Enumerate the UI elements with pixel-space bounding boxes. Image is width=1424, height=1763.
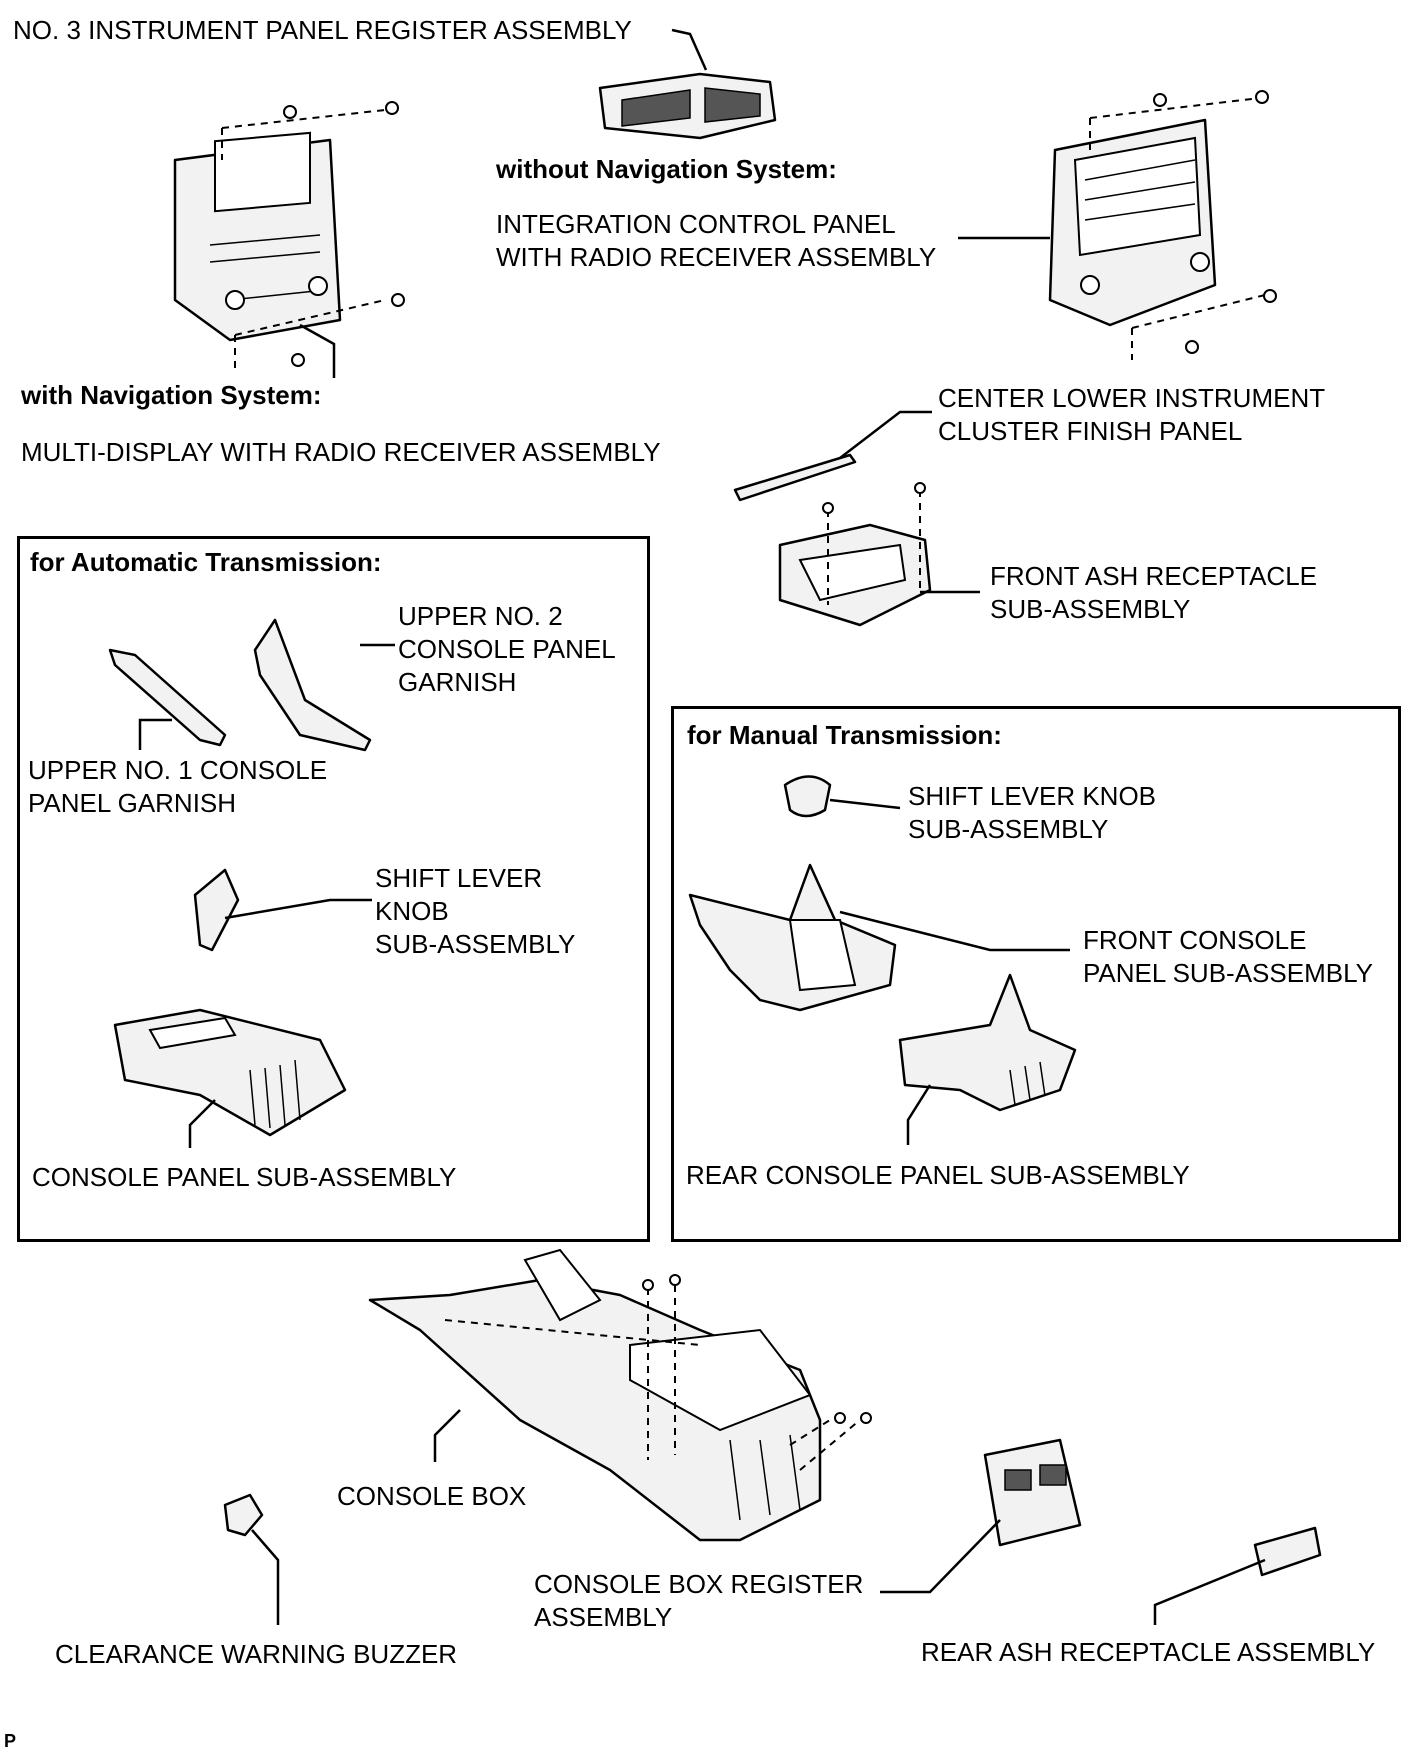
console-box-register-label: CONSOLE BOX REGISTER ASSEMBLY: [534, 1569, 864, 1632]
multi-display-label: MULTI-DISPLAY WITH RADIO RECEIVER ASSEMB…: [21, 437, 661, 467]
front-ash-part: [778, 482, 980, 627]
front-console-label: FRONT CONSOLE PANEL SUB-ASSEMBLY: [1083, 925, 1373, 988]
upper-no1-garnish-part: [108, 648, 227, 750]
manual-transmission-heading: for Manual Transmission:: [687, 720, 1002, 750]
console-box-register-part: [880, 1438, 1082, 1594]
console-box-part: [368, 1248, 872, 1542]
with-nav-heading: with Navigation System:: [21, 380, 322, 410]
clearance-buzzer-label: CLEARANCE WARNING BUZZER: [55, 1639, 458, 1669]
multi-display-part: [173, 101, 405, 378]
console-box-label: CONSOLE BOX: [337, 1481, 527, 1511]
clearance-buzzer-part: [223, 1493, 280, 1625]
finish-panel-part: [733, 410, 932, 502]
no3-register-part: [598, 28, 777, 140]
corner-mark: P: [4, 1731, 17, 1751]
integration-panel-label: INTEGRATION CONTROL PANEL WITH RADIO REC…: [496, 209, 937, 272]
upper-no2-garnish-part: [253, 618, 395, 752]
shift-knob-manual-part: [783, 775, 901, 818]
shift-knob-auto-part: [193, 868, 372, 952]
console-panel-label: CONSOLE PANEL SUB-ASSEMBLY: [32, 1162, 457, 1192]
integration-panel-part: [958, 90, 1277, 360]
shift-knob-manual-label: SHIFT LEVER KNOB SUB-ASSEMBLY: [908, 781, 1157, 844]
rear-ash-part: [1153, 1526, 1322, 1625]
front-console-manual-part: [688, 863, 1070, 1012]
rear-ash-label: REAR ASH RECEPTACLE ASSEMBLY: [921, 1637, 1376, 1667]
console-panel-auto-part: [113, 1008, 347, 1148]
without-nav-heading: without Navigation System:: [496, 154, 837, 184]
rear-console-manual-part: [898, 973, 1077, 1145]
automatic-transmission-box: [17, 536, 650, 1242]
automatic-transmission-heading: for Automatic Transmission:: [30, 547, 382, 577]
center-lower-finish-label: CENTER LOWER INSTRUMENT CLUSTER FINISH P…: [938, 383, 1326, 446]
upper-no1-label: UPPER NO. 1 CONSOLE PANEL GARNISH: [28, 755, 328, 818]
no3-register-label: NO. 3 INSTRUMENT PANEL REGISTER ASSEMBLY: [13, 15, 632, 45]
upper-no2-label: UPPER NO. 2 CONSOLE PANEL GARNISH: [398, 601, 616, 697]
front-ash-label: FRONT ASH RECEPTACLE SUB-ASSEMBLY: [990, 561, 1317, 624]
rear-console-label: REAR CONSOLE PANEL SUB-ASSEMBLY: [686, 1160, 1190, 1190]
shift-knob-auto-label: SHIFT LEVER KNOB SUB-ASSEMBLY: [375, 863, 576, 959]
manual-transmission-box: [671, 706, 1401, 1242]
